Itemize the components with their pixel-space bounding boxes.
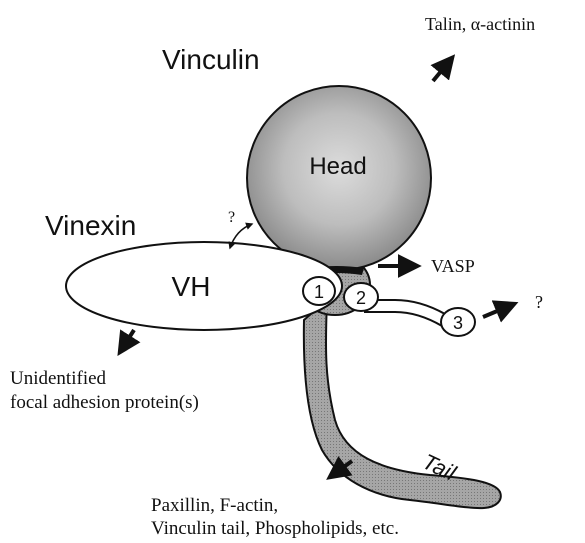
vinculin-title: Vinculin xyxy=(162,44,260,75)
talin-arrow-icon xyxy=(433,58,452,81)
unidentified-label-line1: Unidentified xyxy=(10,368,107,389)
head-label: Head xyxy=(309,153,366,180)
question-mark-right: ? xyxy=(535,292,543,312)
site-1-label: 1 xyxy=(314,282,324,302)
tail-partners-line2: Vinculin tail, Phospholipids, etc. xyxy=(151,518,399,539)
site-2-label: 2 xyxy=(356,288,366,308)
vinexin-title: Vinexin xyxy=(45,210,136,241)
site-3-label: 3 xyxy=(453,313,463,333)
question-mark-top: ? xyxy=(228,209,235,226)
tail-partners-line1: Paxillin, F-actin, xyxy=(151,495,278,516)
vasp-label: VASP xyxy=(431,256,475,276)
vh-arrow-icon xyxy=(120,330,134,352)
vh-label: VH xyxy=(172,271,211,302)
site3-arrow-icon xyxy=(483,304,514,317)
unidentified-label-line2: focal adhesion protein(s) xyxy=(10,392,199,413)
talin-label: Talin, α-actinin xyxy=(425,14,535,34)
